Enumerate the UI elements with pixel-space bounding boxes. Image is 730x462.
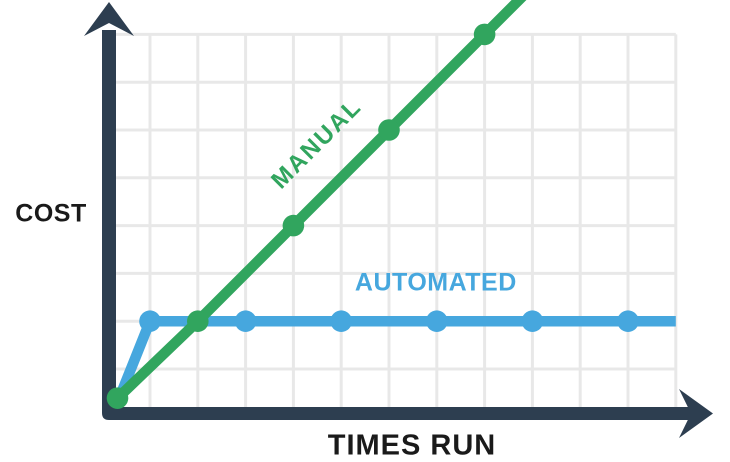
manual-data-point [473, 23, 496, 46]
automated-data-point [330, 310, 353, 333]
x-axis-arrowhead [679, 389, 713, 438]
automated-data-point [234, 310, 257, 333]
automated-data-point [617, 310, 639, 333]
manual-data-point [106, 387, 129, 409]
automated-data-point [139, 310, 161, 333]
manual-data-point [378, 119, 400, 141]
automated-data-point [426, 310, 448, 333]
automated-data-point [521, 310, 544, 333]
automated-line [114, 315, 676, 400]
manual-data-point [282, 214, 305, 237]
x-axis-label: TIMES RUN [327, 429, 497, 462]
manual-line [113, 0, 527, 402]
automated-series-label: AUTOMATED [354, 268, 517, 297]
manual-data-point [187, 310, 209, 333]
y-axis-arrowhead [84, 2, 134, 36]
y-axis-label: COST [15, 199, 87, 228]
